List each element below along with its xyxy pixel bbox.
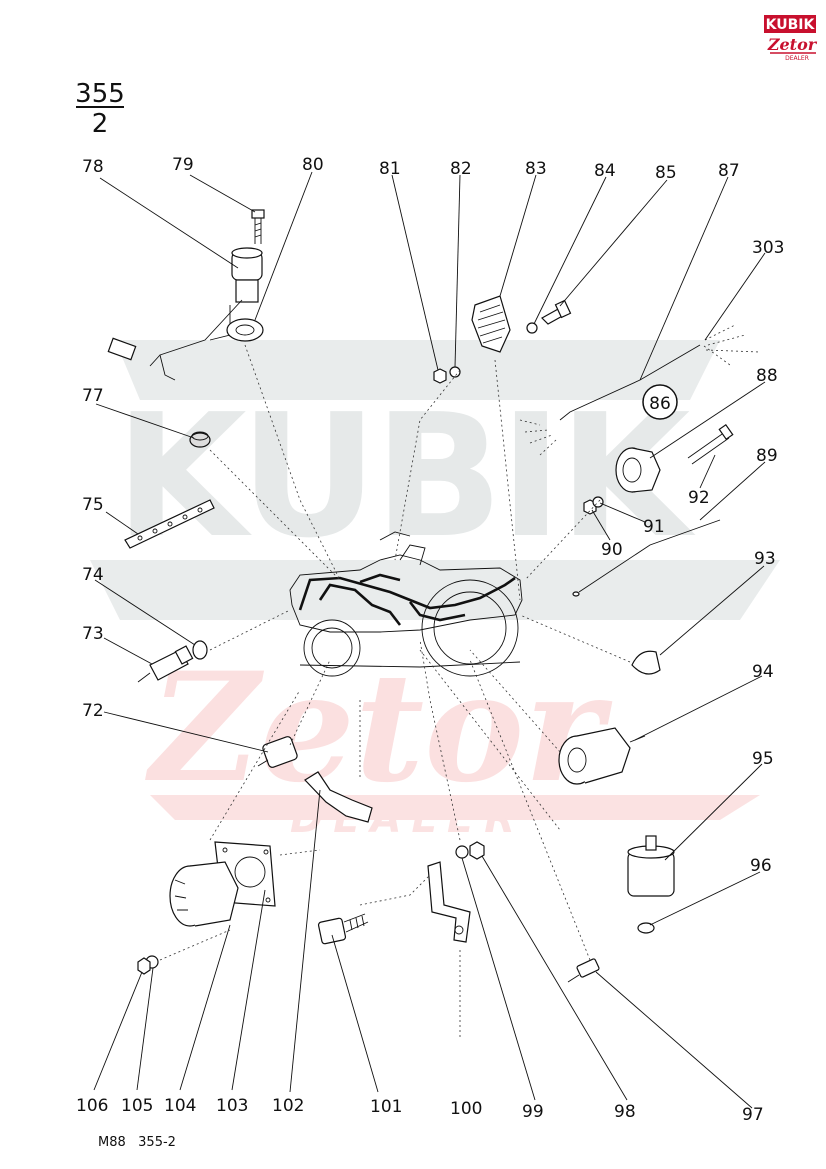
label-100: 100: [450, 1099, 482, 1119]
part-97-switch: [567, 958, 600, 983]
label-101: 101: [370, 1097, 402, 1117]
assembly-dotted-lines: [159, 344, 631, 1040]
watermark: KUBIK Zetor DEALER: [90, 340, 780, 842]
part-81-nut: [433, 368, 447, 384]
part-80-gasket: [226, 318, 264, 342]
label-72: 72: [82, 701, 104, 721]
tractor-outline: [289, 531, 523, 677]
part-88-horn: [615, 447, 661, 493]
label-82: 82: [450, 159, 472, 179]
part-89-wire-end: [572, 519, 721, 597]
svg-text:86: 86: [649, 394, 671, 414]
label-85: 85: [655, 163, 677, 183]
svg-text:355: 355: [75, 79, 125, 109]
part-100-bracket: [427, 861, 471, 943]
part-93-rubber-cap: [631, 650, 661, 675]
part-92-bolt: [687, 423, 734, 465]
page-title: 355 2: [75, 79, 125, 139]
part-78-fuel-sender: [107, 247, 263, 381]
part-74-washer: [192, 640, 208, 660]
part-79-bolt: [251, 209, 265, 244]
part-72-pressure-switch: [257, 736, 298, 768]
part-99-washer: [455, 845, 469, 859]
svg-text:Zetor: Zetor: [767, 35, 818, 54]
part-98-nut: [469, 841, 485, 860]
label-303: 303: [752, 238, 784, 258]
part-95-filter: [627, 835, 675, 897]
label-79: 79: [172, 155, 194, 175]
label-73: 73: [82, 624, 104, 644]
leader-lines: [93, 171, 766, 1109]
label-93: 93: [754, 549, 776, 569]
label-74: 74: [82, 565, 104, 585]
label-88: 88: [756, 366, 778, 386]
label-94: 94: [752, 662, 774, 682]
label-96: 96: [750, 856, 772, 876]
label-87: 87: [718, 161, 740, 181]
svg-text:DEALER: DEALER: [785, 55, 809, 62]
label-106: 106: [76, 1096, 108, 1116]
label-91: 91: [643, 517, 665, 537]
part-87-wire-harness: [519, 324, 761, 456]
label-77: 77: [82, 386, 104, 406]
circled-ref-86: 86: [642, 384, 678, 420]
part-94-starter-motor: [558, 727, 646, 785]
watermark-dealer-text: DEALER: [290, 796, 525, 842]
label-104: 104: [164, 1096, 196, 1116]
svg-text:KUBIK: KUBIK: [766, 17, 816, 33]
label-98: 98: [614, 1102, 636, 1122]
part-75-clamp-strip: [124, 499, 215, 549]
label-81: 81: [379, 159, 401, 179]
label-84: 84: [594, 161, 616, 181]
label-105: 105: [121, 1096, 153, 1116]
footer-code: M88 355-2: [98, 1135, 176, 1150]
part-96-washer: [637, 922, 655, 934]
svg-text:KUBIK: KUBIK: [115, 378, 696, 576]
label-75: 75: [82, 495, 104, 515]
part-82-washer: [449, 366, 461, 378]
label-89: 89: [756, 446, 778, 466]
svg-text:2: 2: [92, 109, 109, 139]
label-78: 78: [82, 157, 104, 177]
label-95: 95: [752, 749, 774, 769]
watermark-zetor-text: Zetor: [145, 640, 613, 816]
label-83: 83: [525, 159, 547, 179]
part-85-bolt: [541, 299, 572, 325]
label-80: 80: [302, 155, 324, 175]
label-102: 102: [272, 1096, 304, 1116]
part-84-washer: [526, 322, 538, 334]
watermark-kubik-text: KUBIK: [115, 378, 700, 576]
part-102-clip: [304, 771, 373, 823]
label-92: 92: [688, 488, 710, 508]
label-90: 90: [601, 540, 623, 560]
part-73-temperature-sensor: [137, 645, 194, 683]
kubik-zetor-logo: KUBIK Zetor DEALER: [764, 15, 818, 62]
part-77-grommet: [189, 431, 211, 448]
part-91-washer: [592, 496, 604, 508]
label-99: 99: [522, 1102, 544, 1122]
label-103: 103: [216, 1096, 248, 1116]
part-101-bolt: [317, 913, 369, 945]
part-number-labels: 78 79 80 81 82 83 84 85 87 303 88 77 89 …: [76, 155, 784, 1125]
part-106-nut: [137, 957, 151, 975]
part-104-solenoid: [169, 861, 239, 927]
label-97: 97: [742, 1105, 764, 1125]
